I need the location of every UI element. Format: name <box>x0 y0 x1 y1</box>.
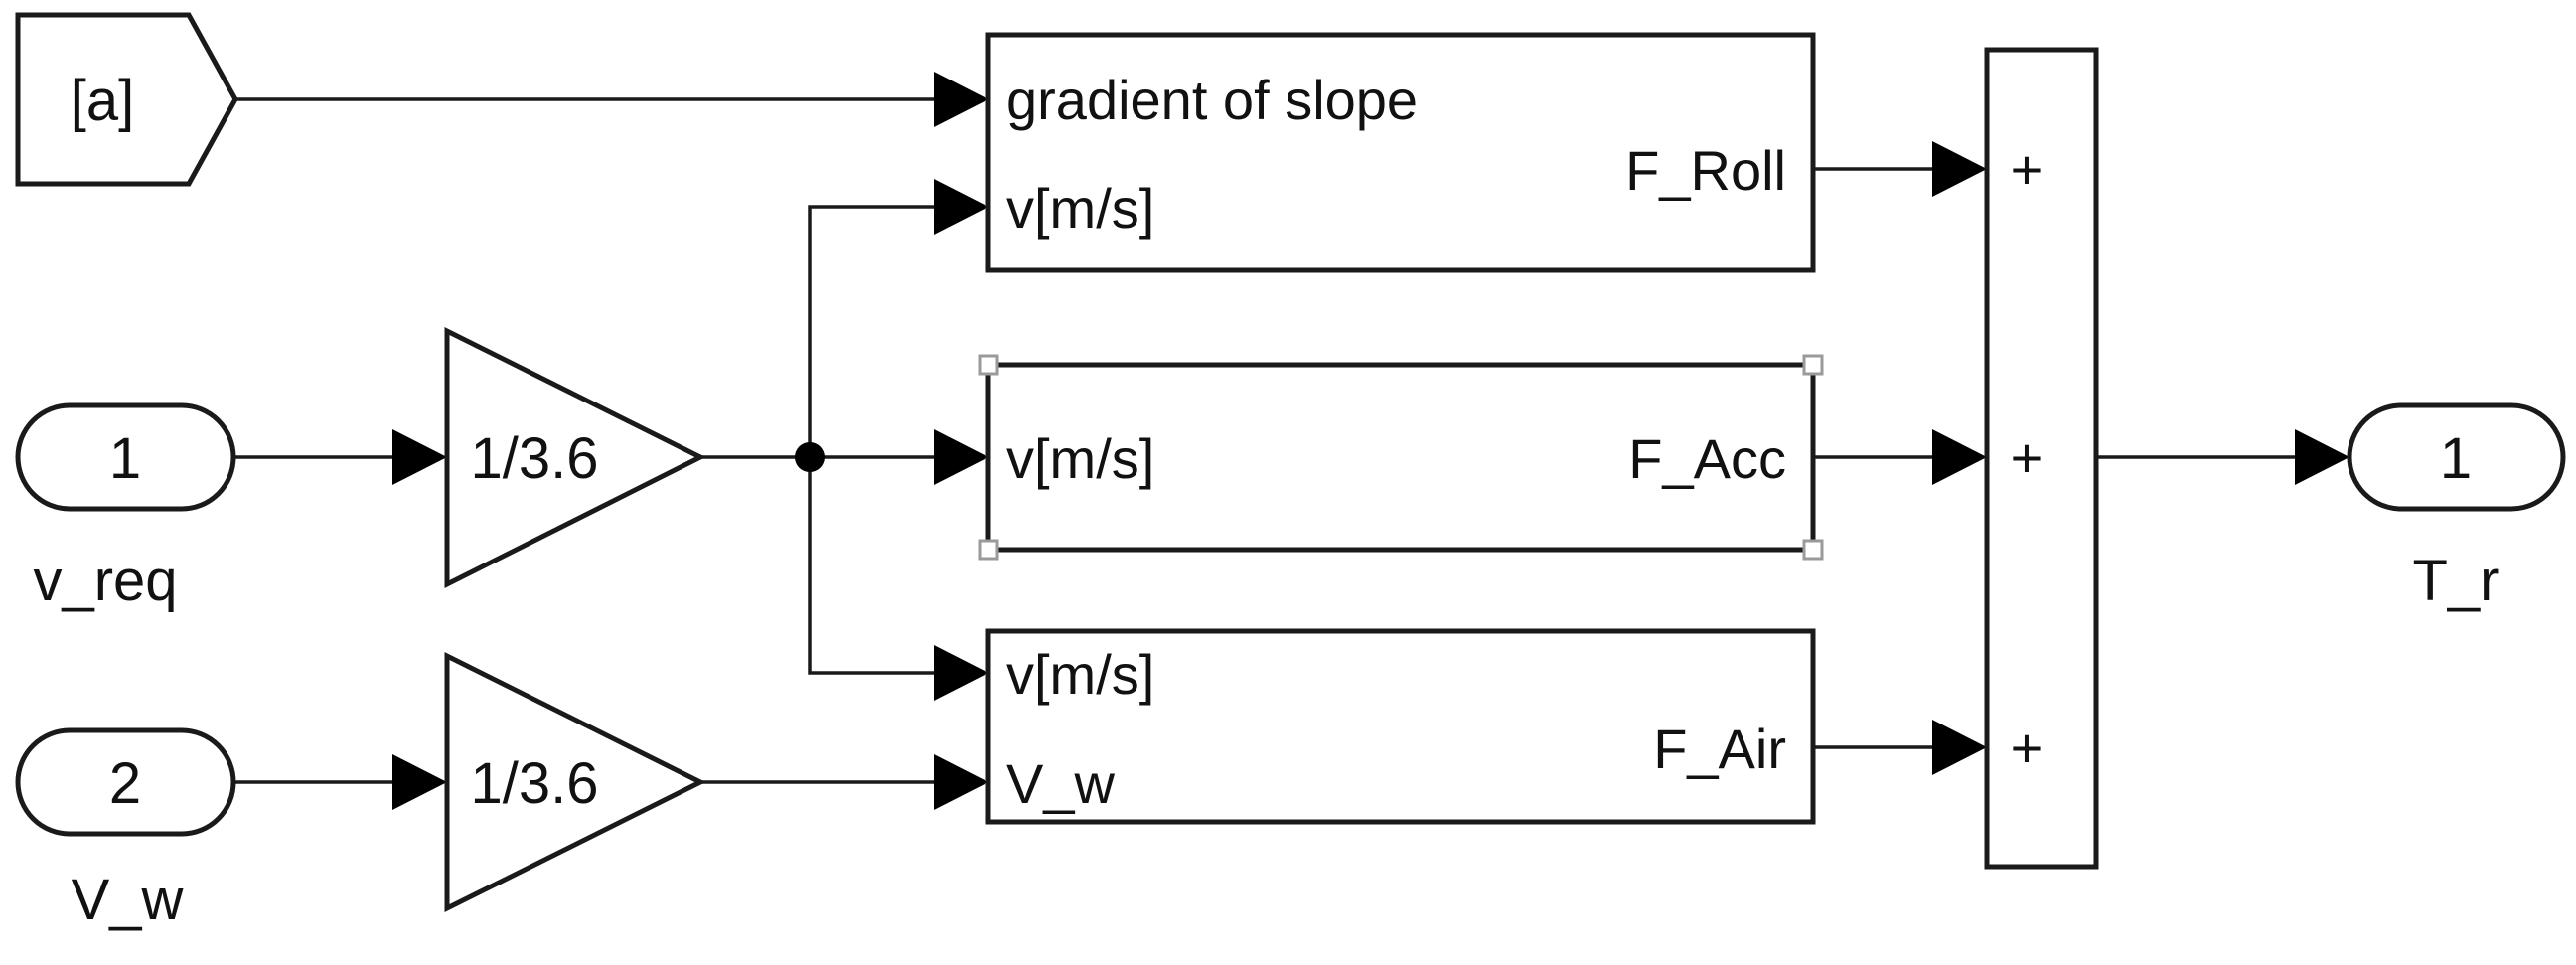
inport-2-shape <box>15 727 236 837</box>
arrowhead-gain1 <box>392 429 447 485</box>
inport-1-number: 1 <box>109 426 141 491</box>
arrowhead-acc-speed <box>934 429 988 485</box>
gain-1-shape <box>444 326 706 589</box>
selection-handle-bottom-right[interactable] <box>1802 539 1824 561</box>
arrowhead-sum-3 <box>1932 720 1987 775</box>
inport-1-block[interactable]: 1 <box>15 402 236 512</box>
inport-1-shape <box>15 402 236 512</box>
outport-1-block[interactable]: 1 <box>2347 402 2566 512</box>
goto-tag-block[interactable]: [a] <box>15 12 238 187</box>
arrowhead-sum-2 <box>1932 429 1987 485</box>
goto-tag-shape <box>15 12 238 187</box>
acc-output-label: F_Acc <box>1628 427 1786 490</box>
gain-2-block[interactable]: 1/3.6 <box>444 651 706 913</box>
air-subsystem-block[interactable]: v[m/s] V_w F_Air <box>985 628 1816 825</box>
acc-subsystem-shape <box>985 362 1816 553</box>
air-input-wind-label: V_w <box>1006 752 1115 815</box>
roll-subsystem-shape <box>985 32 1816 273</box>
inport-2-block[interactable]: 2 <box>15 727 236 837</box>
arrowhead-gain2 <box>392 754 447 810</box>
selection-handle-top-left[interactable] <box>978 354 999 376</box>
arrowheads <box>392 72 2349 810</box>
arrowhead-roll-speed <box>934 179 988 235</box>
air-subsystem-shape <box>985 628 1816 825</box>
selection-handle-bottom-left[interactable] <box>978 539 999 561</box>
arrowhead-air-wind <box>934 754 988 810</box>
goto-tag-label: [a] <box>71 69 135 133</box>
roll-subsystem-block[interactable]: gradient of slope v[m/s] F_Roll <box>985 32 1816 273</box>
roll-input-speed-label: v[m/s] <box>1006 177 1154 240</box>
sum-sign-2: + <box>2011 426 2044 489</box>
roll-output-label: F_Roll <box>1625 139 1786 202</box>
gain-1-block[interactable]: 1/3.6 <box>444 326 706 589</box>
arrowhead-sum-1 <box>1932 141 1987 197</box>
gain-2-label: 1/3.6 <box>471 751 599 816</box>
acc-subsystem-block[interactable]: v[m/s] F_Acc <box>978 354 1824 561</box>
wire-branch-to-air[interactable] <box>808 457 944 675</box>
acc-input-speed-label: v[m/s] <box>1006 427 1154 490</box>
branch-point <box>795 442 825 472</box>
signal-wires <box>233 97 2295 784</box>
sum-block[interactable]: + + + <box>1984 47 2099 870</box>
arrowhead-air-speed <box>934 645 988 701</box>
arrowhead-outport <box>2295 429 2349 485</box>
sum-sign-1: + <box>2011 138 2044 201</box>
outport-1-shape <box>2347 402 2566 512</box>
outport-1-name: T_r <box>2413 549 2500 613</box>
air-output-label: F_Air <box>1653 718 1786 780</box>
sum-sign-3: + <box>2011 717 2044 779</box>
inport-2-number: 2 <box>109 751 141 816</box>
air-input-speed-label: v[m/s] <box>1006 643 1154 706</box>
wire-branch-to-roll[interactable] <box>808 205 944 457</box>
selection-handle-top-right[interactable] <box>1802 354 1824 376</box>
inport-2-name: V_w <box>72 868 185 932</box>
roll-input-slope-label: gradient of slope <box>1006 69 1418 131</box>
outport-1-number: 1 <box>2440 426 2472 491</box>
gain-1-label: 1/3.6 <box>471 426 599 491</box>
inport-1-name: v_req <box>33 549 177 613</box>
sum-shape <box>1984 47 2099 870</box>
gain-2-shape <box>444 651 706 913</box>
arrowhead-slope <box>934 72 988 127</box>
